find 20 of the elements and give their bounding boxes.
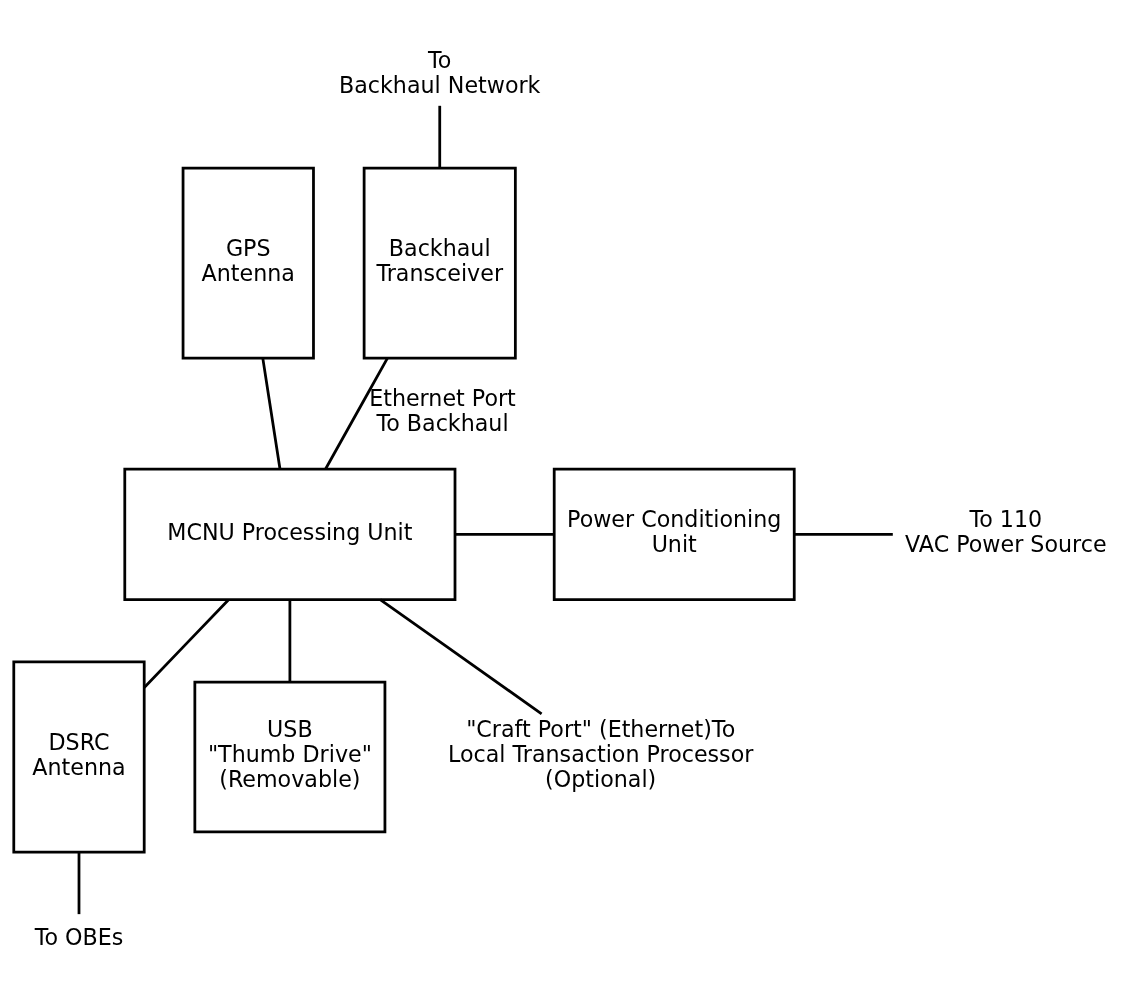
node-text: To OBEs (34, 923, 124, 950)
node-text: To 110 VAC Power Source (905, 505, 1107, 557)
connector (143, 598, 230, 688)
connector (261, 357, 282, 469)
node-box: MCNU Processing Unit (123, 467, 457, 601)
connector (438, 105, 442, 168)
node-text: To Backhaul Network (339, 46, 541, 98)
connector (288, 599, 292, 682)
node-text: "Craft Port" (Ethernet)To Local Transaction Processor (Optional) (447, 715, 754, 792)
node-box: DSRC Antenna (12, 660, 146, 853)
connector (794, 532, 893, 536)
node-box: USB "Thumb Drive" (Removable) (193, 680, 387, 833)
connector (379, 598, 543, 715)
node-box: Backhaul Transceiver (362, 166, 517, 359)
connector (455, 532, 555, 536)
node-box: GPS Antenna (181, 166, 315, 359)
connector (324, 357, 389, 470)
node-box: Power Conditioning Unit (552, 467, 796, 601)
connector (77, 851, 81, 914)
edge-label: Ethernet Port To Backhaul (369, 384, 516, 436)
